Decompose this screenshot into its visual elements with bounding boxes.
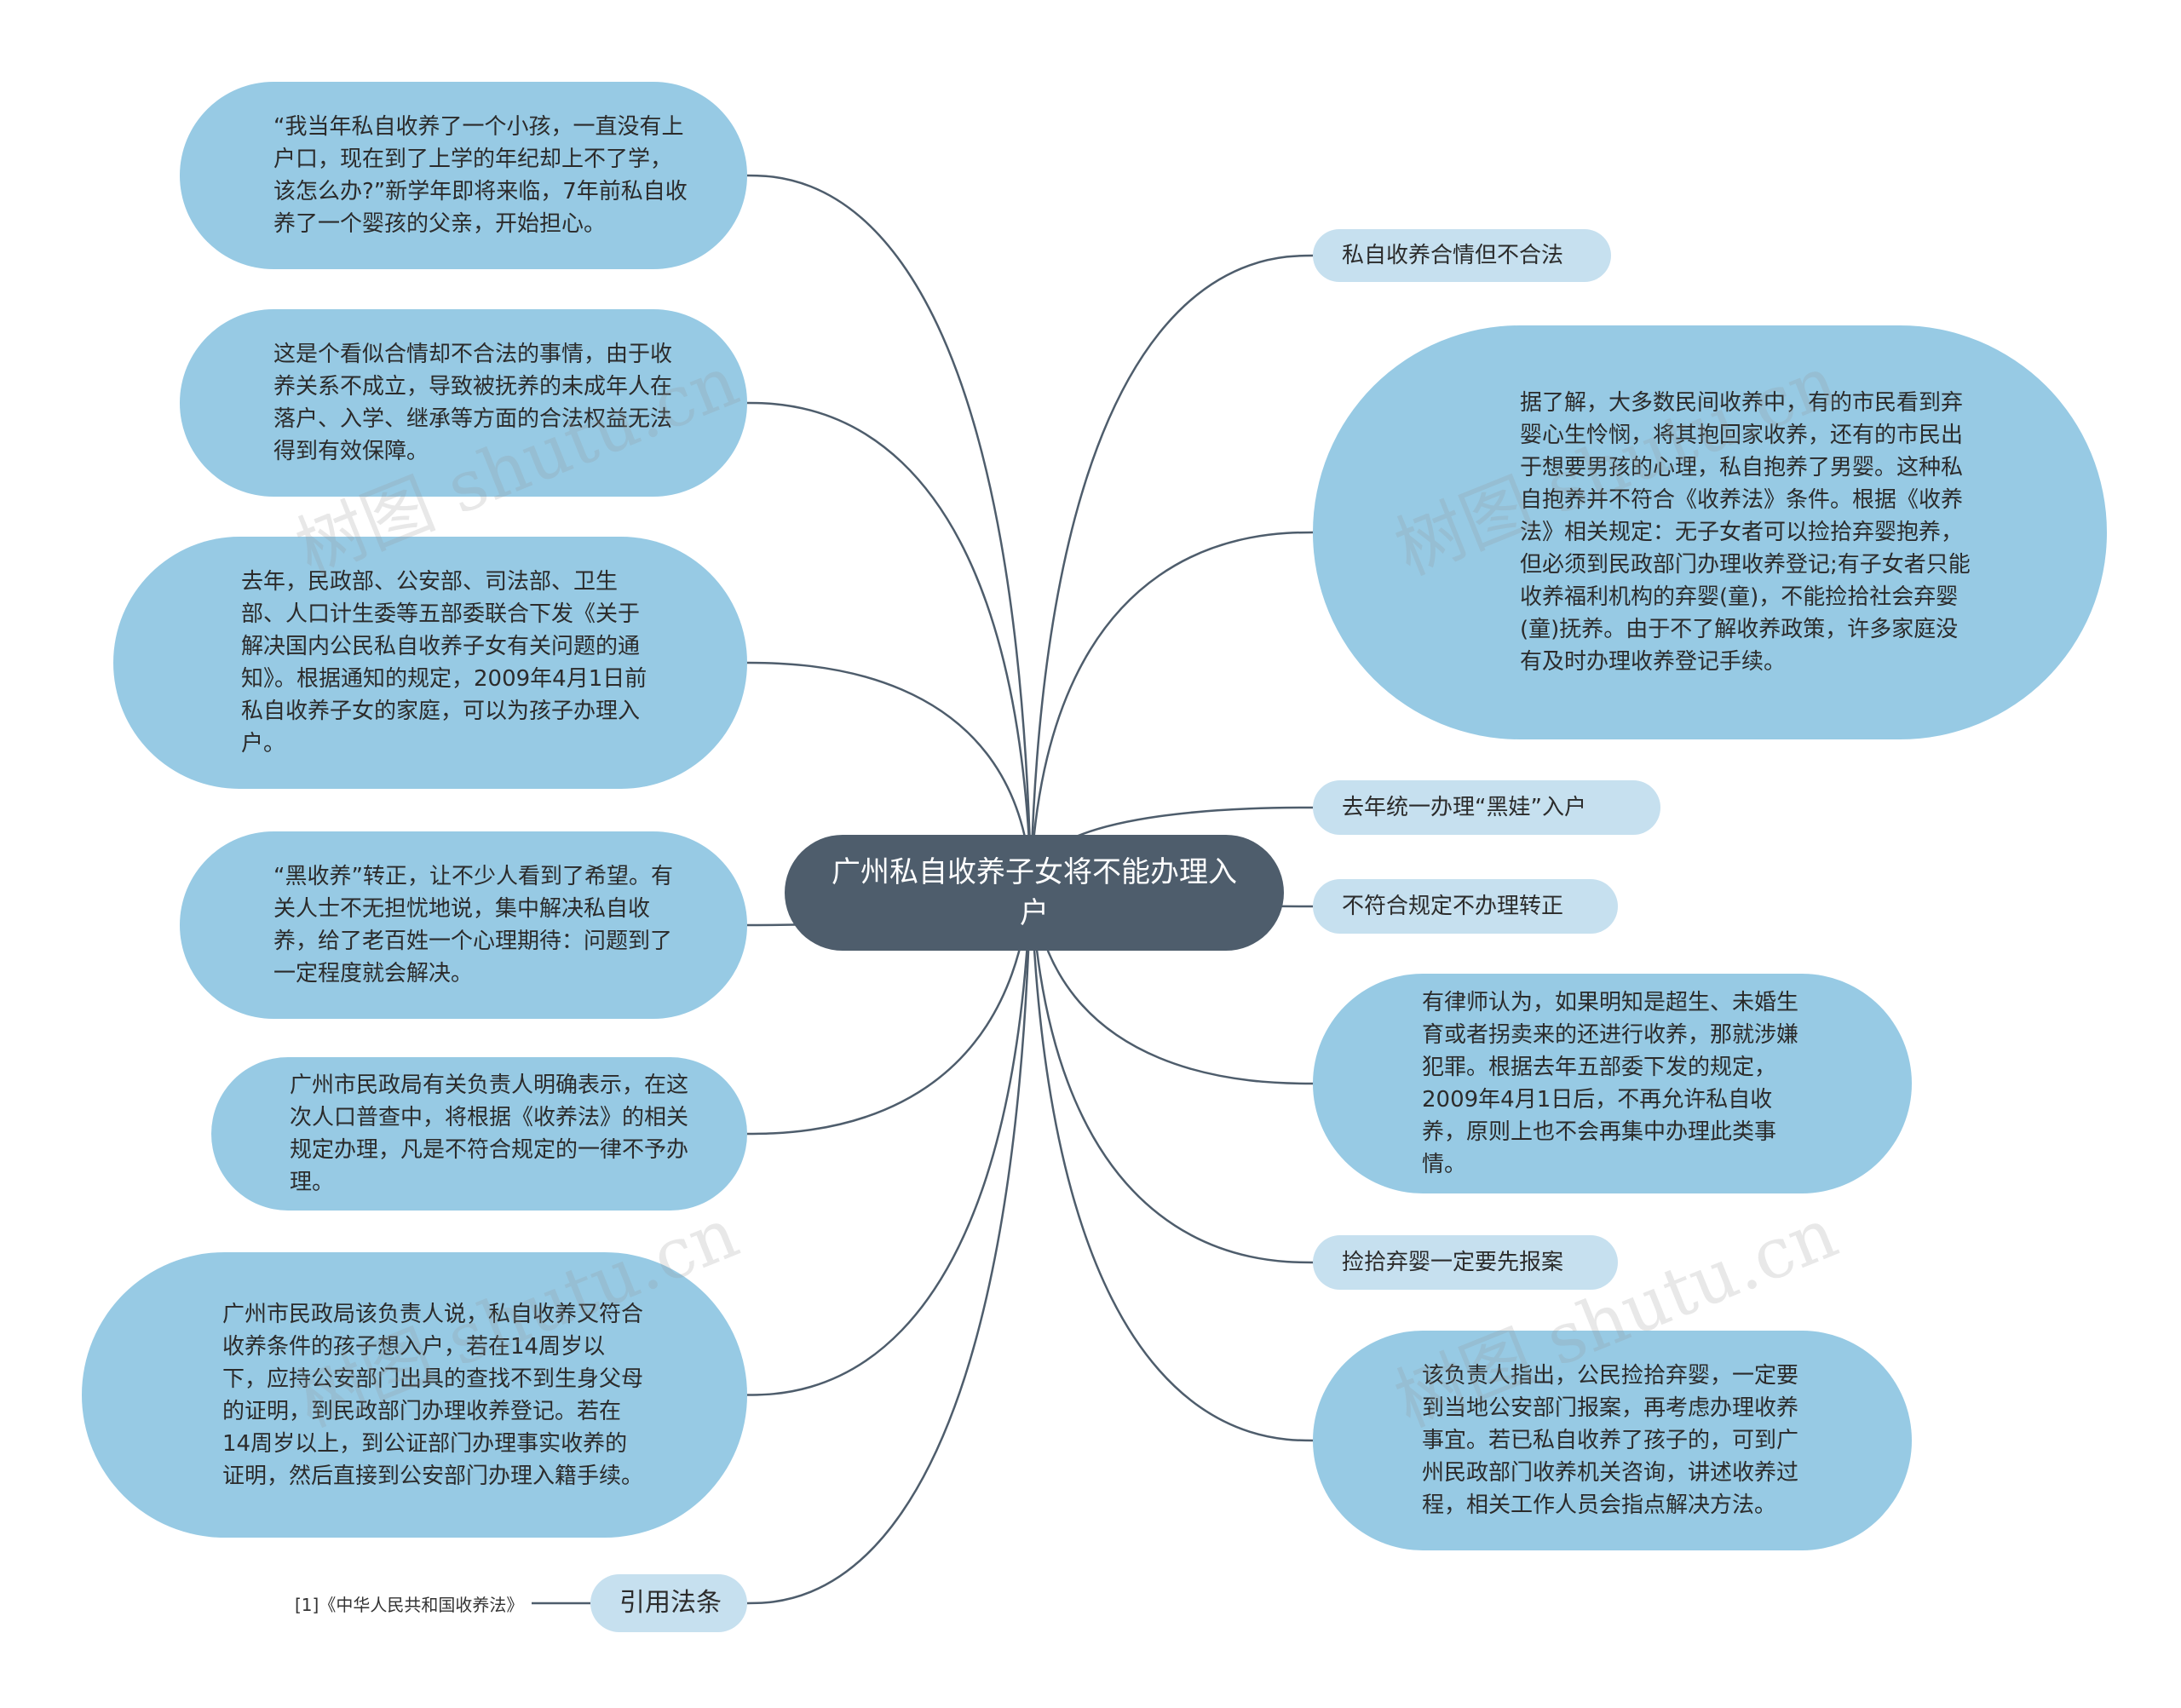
connector-line-right — [1029, 877, 1314, 1264]
topic-node-text: 捡拾弃婴一定要先报案 — [1342, 1250, 1564, 1275]
topic-node-text: 广州市民政局有关负责人明确表示，在这次人口普查中，将根据《收养法》的相关规定办理… — [290, 1073, 689, 1195]
topic-node-official-advice[interactable]: 该负责人指出，公民捡拾弃婴，一定要到当地公安部门报案，再考虑办理收养事宜。若已私… — [1313, 1331, 1912, 1550]
topic-node-text: 广州市民政局该负责人说，私自收养又符合收养条件的孩子想入户，若在14周岁以下，应… — [222, 1301, 644, 1489]
connector-line-right — [1029, 531, 1314, 878]
topic-node-text: 据了解，大多数民间收养中，有的市民看到弃婴心生怜悯，将其抱回家收养，还有的市民出… — [1520, 390, 1971, 675]
topic-node-text: 该负责人指出，公民捡拾弃婴，一定要到当地公安部门报案，再考虑办理收养事宜。若已私… — [1422, 1363, 1799, 1518]
topic-node-text: 引用法条 — [619, 1588, 722, 1618]
topic-node-text: “我当年私自收养了一个小孩，一直没有上户口，现在到了上学的年纪却上不了学，该怎么… — [273, 114, 688, 237]
connector-line-right — [1029, 877, 1314, 1442]
topic-node-unlawful-but-sympathetic[interactable]: 私自收养合情但不合法 — [1313, 229, 1611, 282]
connector-line-left — [746, 401, 1033, 878]
connector-line-left — [746, 661, 1033, 878]
topic-node-unregistered-child[interactable]: “我当年私自收养了一个小孩，一直没有上户口，现在到了上学的年纪却上不了学，该怎么… — [180, 82, 747, 269]
topic-node-text: 私自收养合情但不合法 — [1342, 243, 1564, 268]
topic-node-rights-unprotected[interactable]: 这是个看似合情却不合法的事情，由于收养关系不成立，导致被抚养的未成年人在落户、入… — [180, 309, 747, 497]
topic-node-no-conversion[interactable]: 不符合规定不办理转正 — [1313, 879, 1618, 934]
connector-line-left — [746, 174, 1033, 878]
reference-citation: [1]《中华人民共和国收养法》 — [295, 1595, 524, 1615]
connector-line-left — [746, 877, 1033, 1605]
topic-node-lawyer-opinion[interactable]: 有律师认为，如果明知是超生、未婚生育或者拐卖来的还进行收养，那就涉嫌犯罪。根据去… — [1313, 974, 1912, 1193]
topic-node-hope-and-concern[interactable]: “黑收养”转正，让不少人看到了希望。有关人士不无担忧地说，集中解决私自收养，给了… — [180, 831, 747, 1019]
central-topic[interactable]: 广州私自收养子女将不能办理入户 — [785, 835, 1284, 951]
central-topic-label: 广州私自收养子女将不能办理入户 — [832, 855, 1237, 930]
topic-node-adoption-law-rules[interactable]: 据了解，大多数民间收养中，有的市民看到弃婴心生怜悯，将其抱回家收养，还有的市民出… — [1313, 325, 2107, 739]
connector-line-right — [1029, 877, 1314, 1085]
topic-node-text: “黑收养”转正，让不少人看到了希望。有关人士不无担忧地说，集中解决私自收养，给了… — [273, 864, 673, 986]
topic-node-five-ministries-notice[interactable]: 去年，民政部、公安部、司法部、卫生部、人口计生委等五部委联合下发《关于解决国内公… — [113, 537, 747, 789]
topic-node-text: 有律师认为，如果明知是超生、未婚生育或者拐卖来的还进行收养，那就涉嫌犯罪。根据去… — [1422, 990, 1799, 1177]
topic-node-report-first[interactable]: 捡拾弃婴一定要先报案 — [1313, 1235, 1618, 1290]
topic-node-text: 去年统一办理“黑娃”入户 — [1342, 795, 1586, 820]
topic-node-cited-law[interactable]: 引用法条 — [590, 1574, 747, 1632]
topic-node-unified-registration[interactable]: 去年统一办理“黑娃”入户 — [1313, 780, 1660, 835]
connector-line-left — [746, 877, 1033, 1136]
connector-line-left — [746, 877, 1033, 1396]
topic-node-census-policy[interactable]: 广州市民政局有关负责人明确表示，在这次人口普查中，将根据《收养法》的相关规定办理… — [211, 1057, 747, 1211]
topic-node-registration-procedure[interactable]: 广州市民政局该负责人说，私自收养又符合收养条件的孩子想入户，若在14周岁以下，应… — [82, 1252, 747, 1538]
topic-node-text: 不符合规定不办理转正 — [1342, 894, 1564, 919]
topic-node-text: 去年，民政部、公安部、司法部、卫生部、人口计生委等五部委联合下发《关于解决国内公… — [241, 569, 647, 756]
topic-node-text: 这是个看似合情却不合法的事情，由于收养关系不成立，导致被抚养的未成年人在落户、入… — [273, 342, 673, 464]
connector-line-right — [1029, 254, 1314, 878]
